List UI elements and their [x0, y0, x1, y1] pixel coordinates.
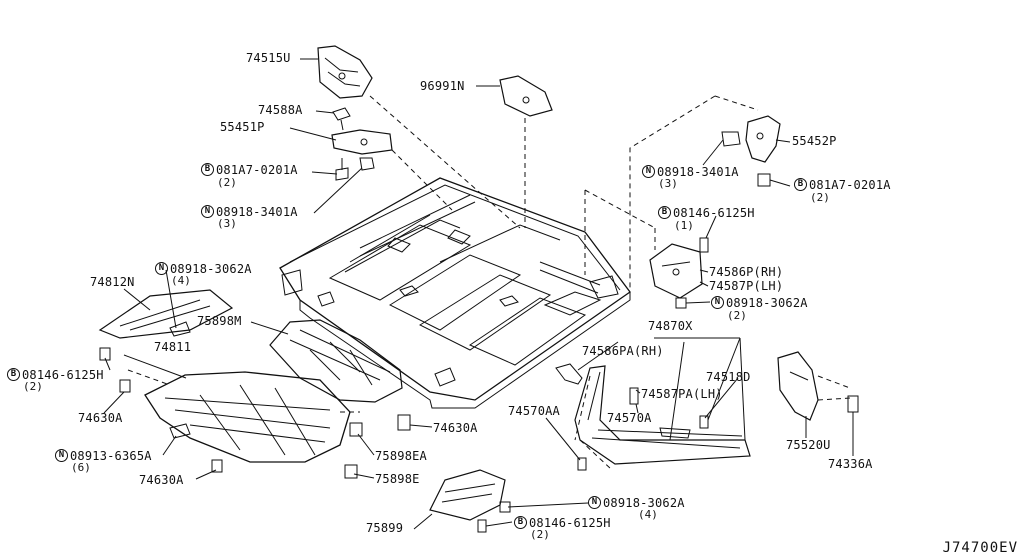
cover-74811-shape	[144, 371, 351, 463]
bracket-55451P-shape	[331, 129, 393, 155]
label-74587P-lh: 74587P(LH)	[709, 279, 784, 293]
label-74870X: 74870X	[648, 319, 693, 333]
qty-08146-6125H-left: (2)	[23, 380, 43, 393]
floor-panel-shape	[279, 177, 631, 409]
label-081A7-0201A-right: 081A7-0201A	[809, 178, 891, 192]
label-08918-3401A-right: 08918-3401A	[657, 165, 739, 179]
label-08918-3062A-left: 08918-3062A	[170, 262, 252, 276]
bracket-74515U-shape	[317, 45, 373, 99]
label-96991N: 96991N	[420, 79, 465, 93]
label-75898EA: 75898EA	[375, 449, 427, 463]
label-74586PA-rh: 74586PA(RH)	[582, 344, 664, 358]
n-circle-icon: N	[201, 205, 214, 218]
qty-08918-3062A-bottom: (4)	[638, 508, 658, 521]
qty-08146-6125H-bottom: (2)	[530, 528, 550, 541]
n-circle-icon: N	[711, 296, 724, 309]
b-circle-icon: B	[7, 368, 20, 381]
bolt-74588A-shape	[332, 107, 351, 131]
bracket-96991N-shape	[499, 75, 553, 117]
leader-dashed-lines-rail	[574, 375, 613, 471]
label-75898E: 75898E	[375, 472, 420, 486]
leader-solid-lines	[103, 58, 854, 530]
b-circle-icon: B	[514, 516, 527, 529]
label-08146-6125H-top: 08146-6125H	[673, 206, 755, 220]
n-circle-icon: N	[588, 496, 601, 509]
bracket-74586P-shape	[649, 237, 709, 309]
label-74570AA: 74570AA	[508, 404, 560, 418]
label-74570A: 74570A	[607, 411, 652, 425]
qty-08918-3062A-left: (4)	[171, 274, 191, 287]
label-74630A-left: 74630A	[78, 411, 123, 425]
leader-dashed-lines-right	[817, 375, 851, 401]
fasteners-left-shape	[119, 379, 411, 479]
label-08918-3062A-bottom: 08918-3062A	[603, 496, 685, 510]
leader-dashed-lines-left	[127, 369, 360, 413]
qty-08146-6125H-top: (1)	[674, 219, 694, 232]
qty-081A7-left: (2)	[217, 176, 237, 189]
label-08918-3401A-left: 08918-3401A	[216, 205, 298, 219]
label-08918-3062A-right: 08918-3062A	[726, 296, 808, 310]
b-circle-icon: B	[794, 178, 807, 191]
label-74515U: 74515U	[246, 51, 291, 65]
label-74336A: 74336A	[828, 457, 873, 471]
label-08146-6125H-left: 08146-6125H	[22, 368, 104, 382]
n-circle-icon: N	[642, 165, 655, 178]
n-circle-icon: N	[55, 449, 68, 462]
qty-08918-3062A-right: (2)	[727, 309, 747, 322]
label-75899: 75899	[366, 521, 404, 535]
side-rail-74870X-shape	[555, 363, 751, 471]
label-08146-6125H-bottom: 08146-6125H	[529, 516, 611, 530]
qty-08918-3401A-right: (3)	[658, 177, 678, 190]
label-55452P: 55452P	[792, 134, 837, 148]
qty-081A7-right: (2)	[810, 191, 830, 204]
label-75898M: 75898M	[197, 314, 242, 328]
qty-08913-6365A: (6)	[71, 461, 91, 474]
label-75520U: 75520U	[786, 438, 831, 452]
label-74811: 74811	[154, 340, 192, 354]
cover-75898M-shape	[269, 319, 403, 403]
label-74812N: 74812N	[90, 275, 135, 289]
nut-08918-left-shape	[359, 157, 375, 171]
diagram-code: J74700EV	[942, 540, 1018, 556]
label-081A7-0201A-left: 081A7-0201A	[216, 163, 298, 177]
cover-75899-shape	[429, 469, 511, 533]
n-circle-icon: N	[155, 262, 168, 275]
cover-74812N-shape	[98, 289, 234, 361]
bracket-75520U-shape	[777, 351, 859, 421]
label-08913-6365A: 08913-6365A	[70, 449, 152, 463]
label-74630A-mid: 74630A	[433, 421, 478, 435]
label-74587PA-lh: 74587PA(LH)	[641, 387, 723, 401]
b-circle-icon: B	[201, 163, 214, 176]
label-74586P-rh: 74586P(RH)	[709, 265, 784, 279]
bolt-081A7-left-shape	[335, 158, 349, 181]
b-circle-icon: B	[658, 206, 671, 219]
label-74630A-bottom: 74630A	[139, 473, 184, 487]
qty-08918-3401A-left: (3)	[217, 217, 237, 230]
leader-dashed-lines	[369, 95, 759, 288]
label-74518D: 74518D	[706, 370, 751, 384]
bracket-55452P-shape	[721, 115, 781, 187]
label-55451P: 55451P	[220, 120, 265, 134]
label-74588A: 74588A	[258, 103, 303, 117]
